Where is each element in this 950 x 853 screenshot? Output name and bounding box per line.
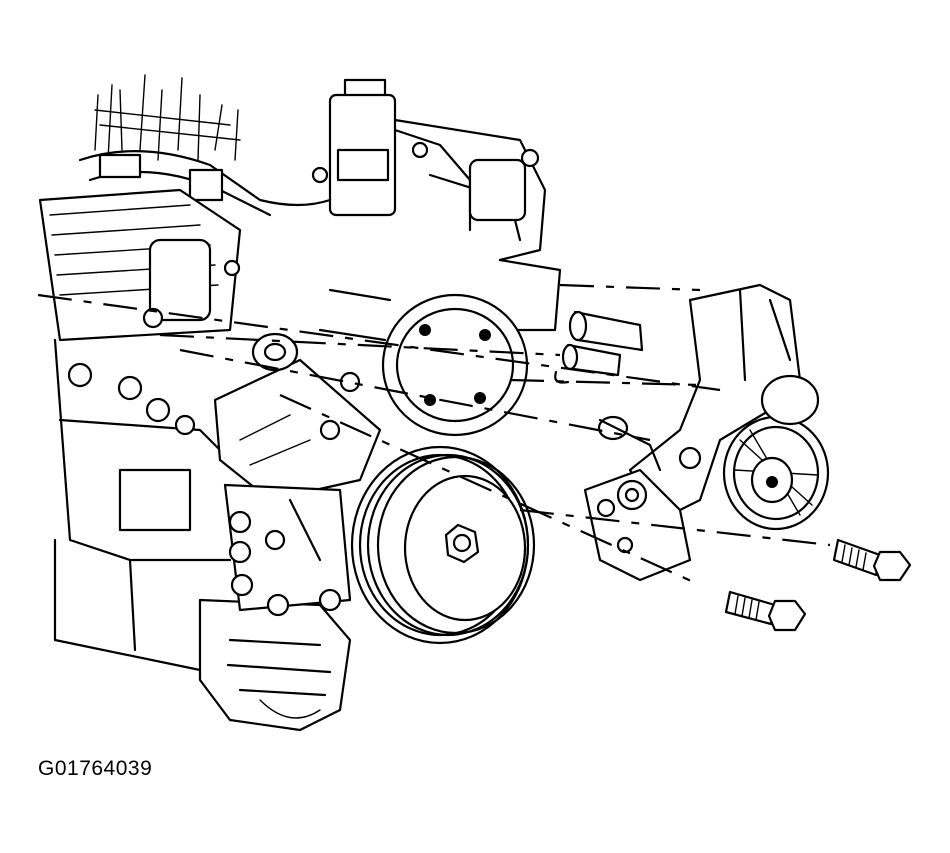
tensioner-bolt-lower bbox=[724, 590, 807, 632]
crankshaft-pulley bbox=[350, 445, 536, 645]
tensioner-spacer bbox=[554, 310, 644, 384]
figure-code: G01764039 bbox=[38, 757, 153, 780]
ignition-module bbox=[311, 78, 472, 232]
tensioner-bracket bbox=[583, 415, 692, 582]
oil-pan bbox=[198, 598, 352, 732]
idler-pulley-left bbox=[251, 332, 299, 372]
engine-block bbox=[53, 338, 242, 672]
valve-cover bbox=[38, 188, 242, 342]
accessory-bracket bbox=[213, 339, 382, 502]
alignment-lines bbox=[37, 283, 831, 587]
belt-tensioner bbox=[628, 283, 830, 531]
water-pump-pulley bbox=[318, 288, 529, 437]
wiring-harness bbox=[78, 74, 332, 217]
intake-manifold bbox=[393, 118, 562, 332]
power-steering-pump bbox=[223, 483, 352, 617]
tensioner-bolt-upper bbox=[832, 538, 912, 582]
